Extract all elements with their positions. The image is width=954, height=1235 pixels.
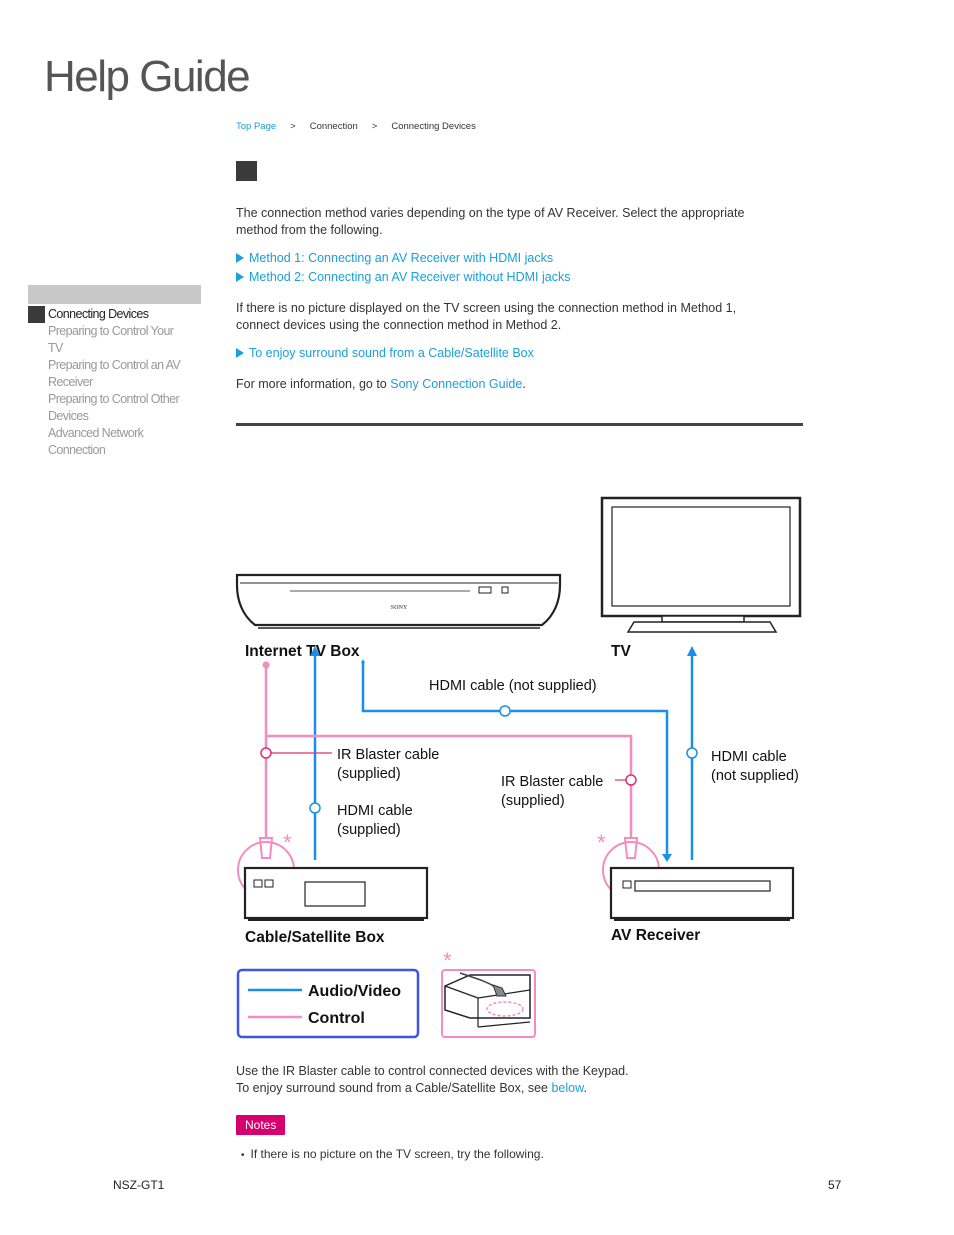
sidebar-item-control-tv[interactable]: Preparing to Control Your: [48, 324, 174, 338]
footer-model: NSZ-GT1: [113, 1178, 165, 1192]
sidebar-item-control-av[interactable]: Preparing to Control an AV: [48, 358, 181, 372]
hdmi-not-supplied-top-label: HDMI cable (not supplied): [429, 678, 597, 694]
surround-see-prefix: To enjoy surround sound from a Cable/Sat…: [236, 1081, 552, 1095]
av-receiver-label: AV Receiver: [611, 927, 700, 944]
breadcrumb-separator: >: [371, 121, 378, 132]
breadcrumb-connection[interactable]: Connection: [309, 121, 358, 132]
below-link[interactable]: below: [551, 1081, 584, 1095]
legend-audio-video: Audio/Video: [308, 983, 401, 1000]
intro-paragraph: The connection method varies depending o…: [236, 205, 796, 239]
ir-usage-paragraph: Use the IR Blaster cable to control conn…: [236, 1063, 796, 1097]
sidebar-item-control-tv-cont[interactable]: TV: [48, 341, 63, 355]
help-guide-logo: Help Guide: [44, 52, 251, 101]
connection-diagram: SONY Internet TV Box TV HDMI cable (not …: [235, 496, 802, 1039]
footer-page-number: 57: [828, 1178, 842, 1192]
no-picture-line: connect devices using the connection met…: [236, 318, 562, 332]
hdmi-supplied-label-1: HDMI cable: [337, 803, 413, 819]
sidebar-item-advanced-network[interactable]: Advanced Network: [48, 426, 144, 440]
sidebar-active-marker: [28, 306, 45, 323]
no-picture-line: If there is no picture displayed on the …: [236, 301, 737, 315]
heading-marker: [236, 161, 257, 181]
surround-link[interactable]: To enjoy surround sound from a Cable/Sat…: [236, 346, 534, 360]
note-item-text: If there is no picture on the TV screen,…: [250, 1147, 544, 1161]
sidebar-item-advanced-network-cont[interactable]: Connection: [48, 443, 106, 457]
more-info-suffix: .: [522, 377, 526, 391]
method2-link[interactable]: Method 2: Connecting an AV Receiver with…: [236, 270, 570, 284]
asterisk-left: *: [283, 830, 292, 855]
cable-satellite-box-illustration: [243, 866, 429, 921]
av-receiver-illustration: [609, 866, 795, 921]
more-info-prefix: For more information, go to: [236, 377, 391, 391]
ir-blaster-left-label-1: IR Blaster cable: [337, 747, 439, 763]
notes-badge: Notes: [236, 1115, 286, 1135]
sidebar-item-connecting-devices[interactable]: Connecting Devices: [48, 307, 149, 321]
hdmi-supplied-label-2: (supplied): [337, 822, 401, 838]
hdmi-right-label-2: (not supplied): [711, 768, 799, 784]
ir-blaster-left-label-2: (supplied): [337, 766, 401, 782]
no-picture-paragraph: If there is no picture displayed on the …: [236, 300, 796, 334]
tv-illustration: [600, 496, 802, 633]
internet-tv-box-label: Internet TV Box: [245, 643, 360, 660]
asterisk-right: *: [597, 830, 606, 855]
ir-blaster-right-label-2: (supplied): [501, 793, 565, 809]
method1-link[interactable]: Method 1: Connecting an AV Receiver with…: [236, 251, 553, 265]
method1-link-text: Method 1: Connecting an AV Receiver with…: [249, 251, 554, 265]
ir-blaster-inset: *: [441, 948, 536, 1038]
sidebar-item-control-av-cont[interactable]: Receiver: [48, 375, 93, 389]
triangle-right-icon: [236, 253, 244, 263]
ir-usage-line: Use the IR Blaster cable to control conn…: [236, 1064, 629, 1078]
bullet-icon: •: [241, 1150, 245, 1161]
breadcrumb-current: Connecting Devices: [391, 121, 476, 132]
sidebar-item-control-other-cont[interactable]: Devices: [48, 409, 89, 423]
intro-line: The connection method varies depending o…: [236, 206, 745, 220]
triangle-right-icon: [236, 272, 244, 282]
breadcrumb-top-page[interactable]: Top Page: [236, 121, 277, 132]
surround-see-suffix: .: [583, 1081, 587, 1095]
breadcrumb: Top Page > Connection > Connecting Devices: [236, 121, 476, 132]
sidebar-nav: Connecting Devices Preparing to Control …: [48, 306, 198, 459]
note-item: • If there is no picture on the TV screen…: [241, 1147, 544, 1161]
hdmi-right-label-1: HDMI cable: [711, 749, 787, 765]
tv-label: TV: [611, 643, 631, 660]
sidebar-header-bar: [28, 285, 201, 304]
breadcrumb-separator: >: [290, 121, 296, 132]
sidebar-item-control-other[interactable]: Preparing to Control Other: [48, 392, 180, 406]
more-info-paragraph: For more information, go to Sony Connect…: [236, 376, 796, 393]
sony-connection-guide-link[interactable]: Sony Connection Guide: [390, 377, 523, 391]
legend-control: Control: [308, 1010, 365, 1027]
intro-line: method from the following.: [236, 223, 383, 237]
cable-satellite-box-label: Cable/Satellite Box: [245, 929, 385, 946]
method2-link-text: Method 2: Connecting an AV Receiver with…: [249, 270, 571, 284]
internet-tv-box-illustration: SONY: [235, 573, 562, 629]
asterisk-inset: *: [443, 948, 452, 973]
ir-blaster-right-label-1: IR Blaster cable: [501, 774, 603, 790]
diagram-legend: Audio/Video Control: [236, 968, 420, 1039]
sony-logo: SONY: [391, 605, 408, 611]
section-divider: [236, 423, 803, 426]
surround-link-text: To enjoy surround sound from a Cable/Sat…: [249, 346, 534, 360]
triangle-right-icon: [236, 348, 244, 358]
surround-see-line: To enjoy surround sound from a Cable/Sat…: [236, 1080, 796, 1097]
